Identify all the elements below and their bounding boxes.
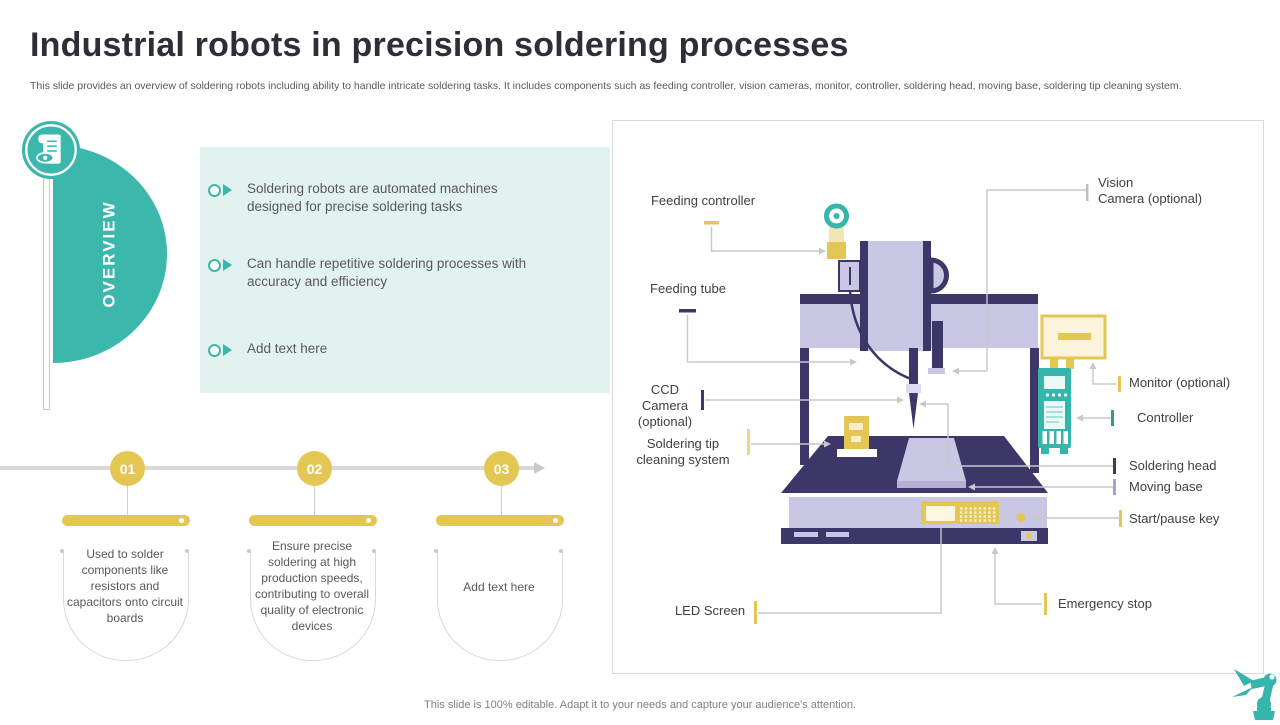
bar-end-dot: [366, 518, 371, 523]
step-number: 03: [493, 460, 510, 477]
label-line: Camera (optional): [1098, 191, 1203, 206]
bullet-text: Can handle repetitive soldering processe…: [247, 256, 527, 290]
timeline-step-2-text: Ensure precise soldering at high product…: [254, 539, 370, 633]
timeline-step-3-badge: 03: [484, 451, 519, 486]
timeline-step-1-badge: 01: [110, 451, 145, 486]
bar-end-dot: [553, 518, 558, 523]
timeline-step-3-arc: [437, 552, 563, 661]
label-feeding-tube: Feeding tube: [650, 281, 726, 296]
bullet-circle-icon: [208, 184, 221, 197]
bullet-text: Soldering robots are automated machines …: [247, 181, 498, 215]
overview-document-eye-icon: [20, 119, 82, 181]
label-start-pause-key: Start/pause key: [1129, 511, 1220, 526]
timeline-connector: [127, 486, 128, 515]
slide-subtitle: This slide provides an overview of solde…: [30, 80, 1182, 92]
bar-end-dot: [179, 518, 184, 523]
timeline-connector: [314, 486, 315, 515]
bullet-arrow-icon: [223, 259, 232, 271]
timeline-step-2-arc: [250, 552, 376, 661]
timeline-bar: [249, 515, 377, 526]
label-feeding-controller: Feeding controller: [650, 193, 756, 208]
robot-diagram-panel: Feeding controller Feeding tube CCD Came…: [612, 120, 1264, 674]
label-soldering-head: Soldering head: [1129, 458, 1217, 473]
label-monitor: Monitor (optional): [1129, 375, 1231, 390]
arc-end-dot: [60, 549, 64, 553]
cleaning-system-part: [837, 416, 877, 457]
timeline-bar: [62, 515, 190, 526]
label-led-screen: LED Screen: [674, 603, 746, 618]
connector-arrows: [819, 247, 1097, 554]
page-title: Industrial robots in precision soldering…: [30, 26, 849, 64]
add-text-placeholder[interactable]: Add text here: [247, 341, 328, 356]
connector-lines: [686, 189, 1119, 614]
label-controller: Controller: [1137, 410, 1194, 425]
timeline-line: [0, 466, 534, 470]
timeline-bar: [436, 515, 564, 526]
arc-end-dot: [559, 549, 563, 553]
add-text-placeholder[interactable]: Add text here: [463, 580, 535, 594]
label-ticks: [679, 184, 1122, 624]
overview-heading: OVERVIEW: [99, 200, 119, 308]
monitor-part: [1040, 314, 1107, 369]
timeline-connector: [501, 486, 502, 515]
label-moving-base: Moving base: [1129, 479, 1203, 494]
bullet-circle-icon: [208, 344, 221, 357]
step-number: 01: [119, 460, 136, 477]
label-soldering-tip-cleaning: Soldering tip cleaning system: [636, 436, 730, 467]
arc-end-dot: [434, 549, 438, 553]
bullet-arrow-icon: [223, 344, 232, 356]
robot-arm-icon: [1226, 664, 1280, 720]
label-emergency-stop: Emergency stop: [1058, 596, 1152, 611]
led-panel-part: [921, 501, 1037, 541]
overview-stem-line: [43, 165, 50, 410]
label-vision-camera: Vision Camera (optional): [1098, 175, 1248, 207]
soldering-head-part: [848, 290, 921, 429]
overview-text-panel: Soldering robots are automated machines …: [200, 147, 610, 393]
label-line: Vision: [1098, 175, 1134, 190]
arc-end-dot: [372, 549, 376, 553]
moving-base-part: [897, 438, 966, 488]
overview-bullet-3: Add text here: [208, 340, 545, 358]
arc-end-dot: [185, 549, 189, 553]
overview-bullet-1: Soldering robots are automated machines …: [208, 180, 545, 216]
label-ccd-camera: CCD Camera (optional): [637, 382, 693, 429]
bullet-circle-icon: [208, 259, 221, 272]
overview-bullet-2: Can handle repetitive soldering processe…: [208, 255, 545, 291]
timeline-arrow-icon: [534, 462, 545, 474]
timeline-step-2-badge: 02: [297, 451, 332, 486]
controller-part: [1038, 368, 1071, 454]
feeding-controller-part: [824, 203, 849, 259]
arc-end-dot: [247, 549, 251, 553]
bullet-arrow-icon: [223, 184, 232, 196]
timeline-step-1-arc: [63, 552, 189, 661]
timeline-step-1-text: Used to solder components like resistors…: [66, 547, 184, 625]
machine-gantry: [800, 241, 1039, 473]
step-number: 02: [306, 460, 323, 477]
soldering-machine-illustration: [679, 184, 1122, 624]
footer-note: This slide is 100% editable. Adapt it to…: [424, 699, 856, 711]
